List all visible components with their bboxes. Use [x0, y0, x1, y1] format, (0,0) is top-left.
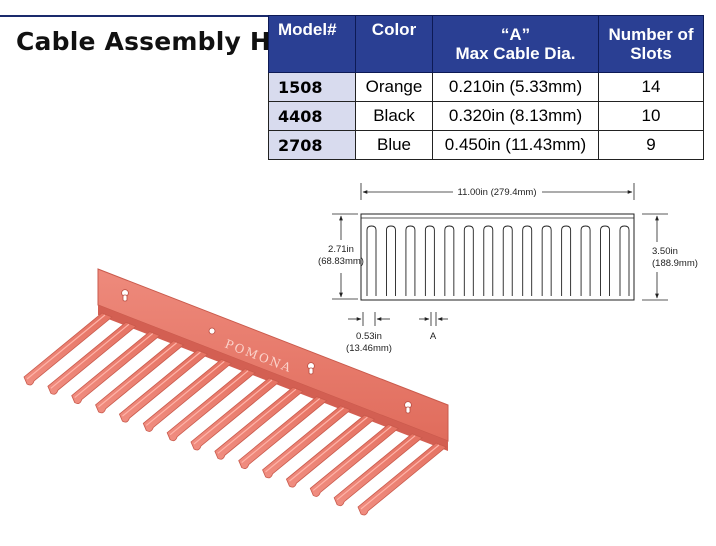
holder-finger: [262, 405, 352, 479]
slot-outline: [463, 225, 474, 296]
finger-highlight: [26, 314, 106, 380]
dimension-drawing: 11.00in (279.4mm) 2.71in (68.83mm) 3.50i…: [318, 183, 698, 354]
cell-model: 1508: [268, 72, 356, 102]
cell-dia: 0.450in (11.43mm): [432, 130, 599, 160]
cell-color: Black: [355, 101, 433, 131]
slot-outline: [405, 225, 416, 296]
header-slots-line1: Number of: [608, 25, 694, 44]
cell-model: 4408: [268, 101, 356, 131]
finger-highlight: [122, 351, 201, 417]
holder-finger: [71, 331, 161, 404]
slot-outline: [502, 225, 513, 296]
slot-length-in: 2.71in: [328, 244, 354, 255]
slot-outline: [444, 225, 455, 296]
holder-finger: [285, 414, 376, 488]
finger-highlight: [241, 398, 321, 464]
slot-outline: [483, 225, 494, 296]
holder-finger: [47, 321, 137, 395]
holder-finger: [23, 312, 113, 386]
finger-highlight: [289, 416, 368, 482]
cell-model: 2708: [268, 130, 356, 160]
shelf-edge: [98, 305, 448, 451]
header-slots: Number of Slots: [598, 15, 704, 73]
finger-group: [23, 312, 447, 516]
spec-table: Model# Color “A” Max Cable Dia. Number o…: [268, 15, 704, 160]
table-row: 2708 Blue 0.450in (11.43mm) 9: [268, 130, 704, 160]
finger-highlight: [193, 379, 273, 445]
cell-color: Blue: [355, 130, 433, 160]
title-rule: [0, 15, 268, 17]
cell-slots: 14: [598, 72, 704, 102]
cell-slots: 10: [598, 101, 704, 131]
holder-finger: [309, 423, 400, 497]
header-color: Color: [355, 15, 433, 73]
spec-table-header-row: Model# Color “A” Max Cable Dia. Number o…: [268, 15, 704, 73]
holder-finger: [190, 377, 280, 451]
finger-highlight: [336, 435, 416, 501]
finger-highlight: [74, 333, 154, 399]
slot-outline: [580, 225, 591, 296]
header-dia-line2: Max Cable Dia.: [455, 44, 576, 63]
slot-outline: [561, 225, 572, 296]
holder-finger: [118, 349, 209, 423]
holder-finger: [142, 358, 233, 432]
a-label: A: [430, 331, 437, 342]
width-label: 11.00in (279.4mm): [457, 187, 536, 198]
holder-finger: [238, 396, 328, 469]
cell-color: Orange: [355, 72, 433, 102]
finger-highlight: [98, 342, 177, 408]
height-mm: (188.9mm): [652, 258, 698, 269]
finger-highlight: [217, 388, 297, 454]
header-model: Model#: [268, 15, 356, 73]
table-row: 4408 Black 0.320in (8.13mm) 10: [268, 101, 704, 131]
header-dia-line1: “A”: [500, 25, 531, 44]
finger-highlight: [50, 323, 130, 389]
cell-dia: 0.210in (5.33mm): [432, 72, 599, 102]
holder-finger: [357, 442, 447, 516]
finger-highlight: [312, 425, 392, 491]
finger-highlight: [145, 360, 225, 426]
slot-outline: [541, 225, 552, 296]
slot-outline: [424, 225, 435, 296]
keyhole-icon: [121, 289, 412, 414]
slot-group: [366, 225, 630, 296]
height-in: 3.50in: [652, 246, 678, 257]
product-photo: POMONA: [23, 268, 449, 516]
table-row: 1508 Orange 0.210in (5.33mm) 14: [268, 72, 704, 102]
holder-finger: [166, 368, 256, 442]
slot-outline: [522, 225, 533, 296]
slot-outline: [386, 225, 396, 296]
slot-outline: [366, 225, 377, 296]
holder-finger: [95, 340, 185, 414]
finger-highlight: [169, 370, 249, 436]
slot-outline: [600, 225, 610, 296]
slot-outline: [619, 225, 630, 296]
holder-finger: [214, 386, 304, 460]
header-slots-line2: Slots: [630, 44, 672, 63]
finger-highlight: [265, 407, 344, 473]
cell-slots: 9: [598, 130, 704, 160]
pitch-in: 0.53in: [356, 331, 382, 342]
pitch-mm: (13.46mm): [346, 343, 392, 354]
cell-dia: 0.320in (8.13mm): [432, 101, 599, 131]
holder-finger: [333, 433, 423, 507]
finger-highlight: [360, 444, 440, 510]
header-dia: “A” Max Cable Dia.: [432, 15, 599, 73]
slot-length-mm: (68.83mm): [318, 256, 364, 267]
